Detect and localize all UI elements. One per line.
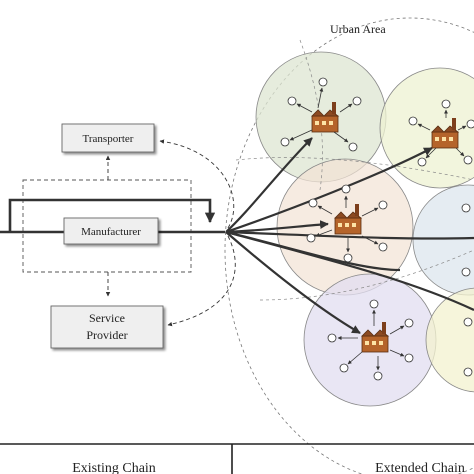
cluster-middle-spokes bbox=[306, 184, 388, 263]
transporter-node bbox=[61, 123, 155, 153]
cluster-top-left-spokes bbox=[280, 77, 362, 152]
existing-chain-label: Existing Chain bbox=[72, 461, 156, 474]
cluster-right bbox=[412, 184, 474, 296]
chain-footer: Existing Chain Extended Chain bbox=[0, 443, 474, 474]
support-arrows bbox=[105, 139, 236, 327]
transporter-label: Transporter bbox=[83, 133, 134, 145]
service-provider-label-line2: Provider bbox=[86, 328, 127, 342]
service-provider-label-line1: Service bbox=[89, 311, 125, 325]
cluster-bottom-left-spokes bbox=[327, 299, 414, 381]
cluster-top-right bbox=[379, 67, 474, 189]
factory-icon bbox=[334, 204, 363, 235]
factory-icon bbox=[311, 102, 340, 133]
urban-area-boundary bbox=[224, 17, 474, 474]
extended-chain-arrows bbox=[225, 137, 474, 334]
service-provider-node bbox=[50, 305, 164, 349]
city-clusters bbox=[255, 51, 474, 407]
urban-area-label: Urban Area bbox=[330, 22, 386, 36]
customer-nodes bbox=[280, 77, 474, 381]
cluster-right-spokes bbox=[461, 203, 473, 377]
factory-icon bbox=[431, 118, 460, 149]
manufacturer-label: Manufacturer bbox=[81, 226, 141, 238]
factory-icons bbox=[311, 102, 460, 353]
manufacturer-node bbox=[63, 217, 159, 245]
cluster-top-right-spokes bbox=[408, 99, 474, 167]
factory-icon bbox=[361, 322, 390, 353]
cluster-bottom-right bbox=[425, 287, 474, 393]
extended-chain-label: Extended Chain bbox=[375, 461, 465, 474]
existing-chain-boundary bbox=[22, 179, 192, 273]
